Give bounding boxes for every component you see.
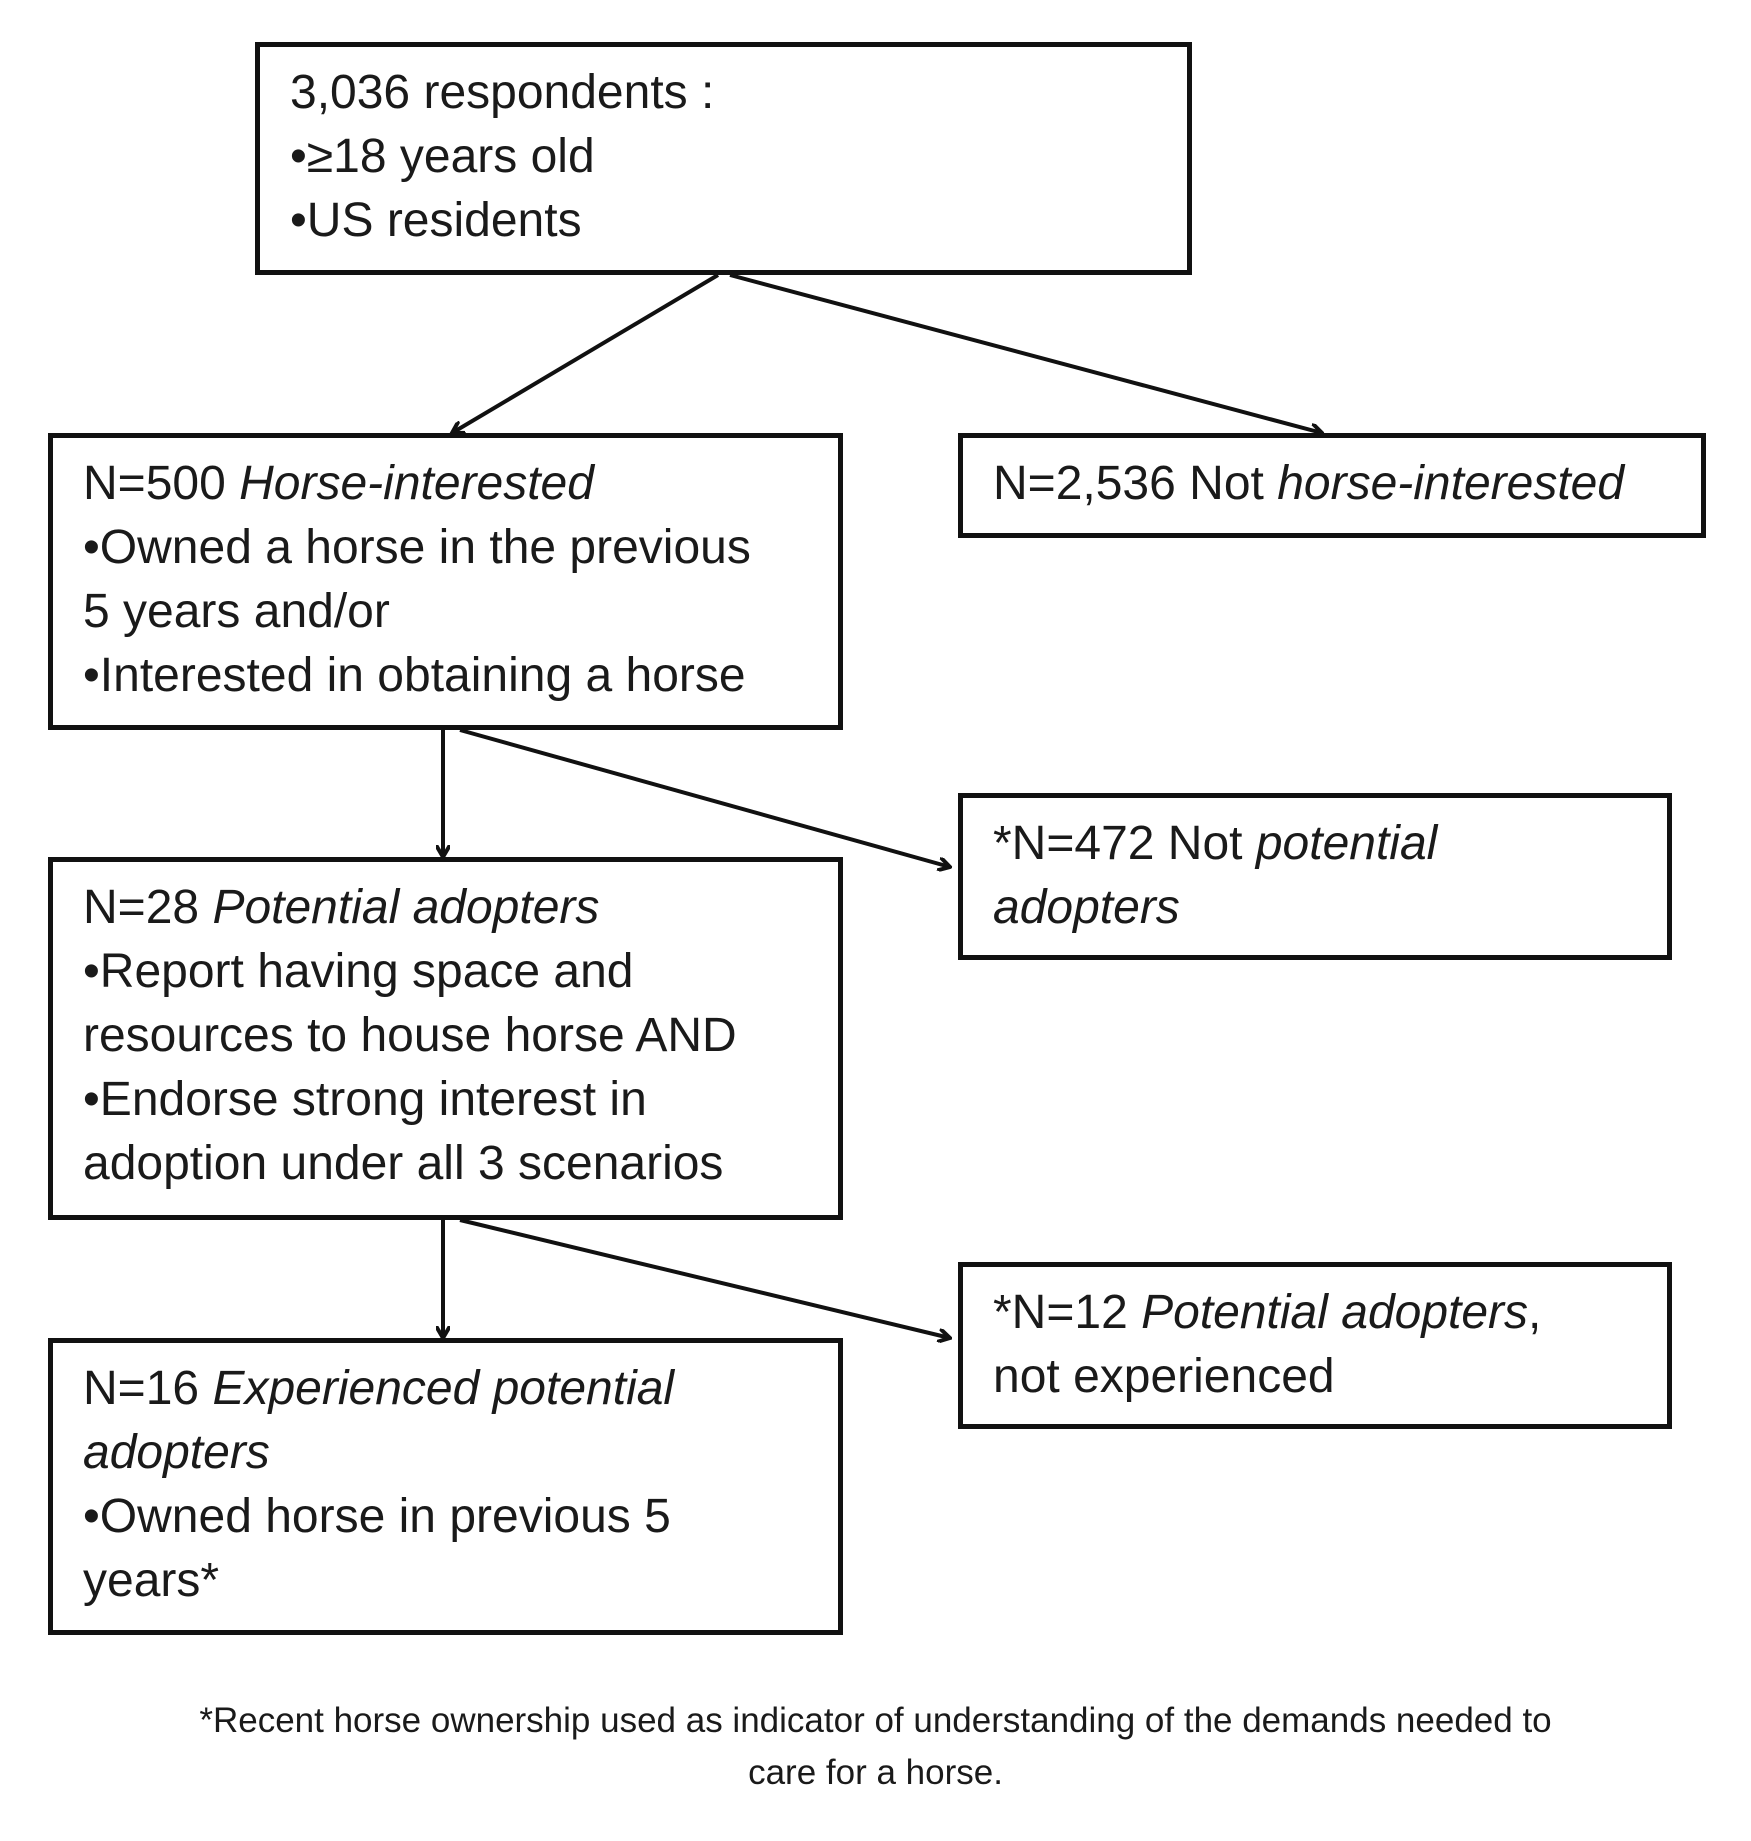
not-experienced-heading-cont: not experienced [993, 1350, 1335, 1403]
footnote: *Recent horse ownership used as indicato… [60, 1695, 1691, 1799]
arrow-horse-interested-to-not-potential-adopters [459, 728, 950, 867]
not-potential-adopters-heading-cont: adopters [993, 881, 1180, 934]
box-not-horse-interested: N=2,536 Not horse-interested [958, 433, 1706, 538]
criterion-owned-horse-cont: 5 years and/or [83, 585, 390, 638]
box-horse-interested: N=500 Horse-interested •Owned a horse in… [48, 433, 843, 730]
criterion-space: •Report having space and [83, 945, 634, 998]
arrow-potential-to-not-experienced [459, 1218, 950, 1338]
box-not-experienced: *N=12 Potential adopters, not experience… [958, 1262, 1672, 1429]
criterion-age: •≥18 years old [290, 130, 595, 183]
box-not-potential-adopters: *N=472 Not potential adopters [958, 793, 1672, 960]
box-respondents: 3,036 respondents : •≥18 years old •US r… [255, 42, 1192, 275]
arrow-respondents-to-horse-interested [452, 273, 720, 433]
not-potential-adopters-heading: *N=472 Not potential [993, 817, 1438, 870]
footnote-line-2: care for a horse. [748, 1753, 1003, 1792]
box-experienced-potential-adopters: N=16 Experienced potential adopters •Own… [48, 1338, 843, 1635]
respondents-heading: 3,036 respondents : [290, 66, 715, 119]
arrow-respondents-to-not-horse-interested [729, 273, 1322, 433]
criterion-owned-previous-cont: years* [83, 1554, 220, 1607]
criterion-strong-interest: •Endorse strong interest in [83, 1073, 647, 1126]
criterion-owned-horse: •Owned a horse in the previous [83, 521, 751, 574]
not-horse-interested-heading: N=2,536 Not horse-interested [993, 457, 1625, 510]
criterion-residency: •US residents [290, 194, 582, 247]
criterion-interested-obtaining: •Interested in obtaining a horse [83, 649, 746, 702]
not-experienced-heading: *N=12 Potential adopters, [993, 1286, 1542, 1339]
horse-interested-heading: N=500 Horse-interested [83, 457, 594, 510]
criterion-owned-previous: •Owned horse in previous 5 [83, 1490, 671, 1543]
footnote-line-1: *Recent horse ownership used as indicato… [199, 1701, 1552, 1740]
criterion-strong-interest-cont: adoption under all 3 scenarios [83, 1137, 724, 1190]
potential-adopters-heading: N=28 Potential adopters [83, 881, 600, 934]
criterion-space-cont: resources to house horse AND [83, 1009, 737, 1062]
experienced-heading-cont: adopters [83, 1426, 270, 1479]
experienced-heading: N=16 Experienced potential [83, 1362, 675, 1415]
box-potential-adopters: N=28 Potential adopters •Report having s… [48, 857, 843, 1220]
